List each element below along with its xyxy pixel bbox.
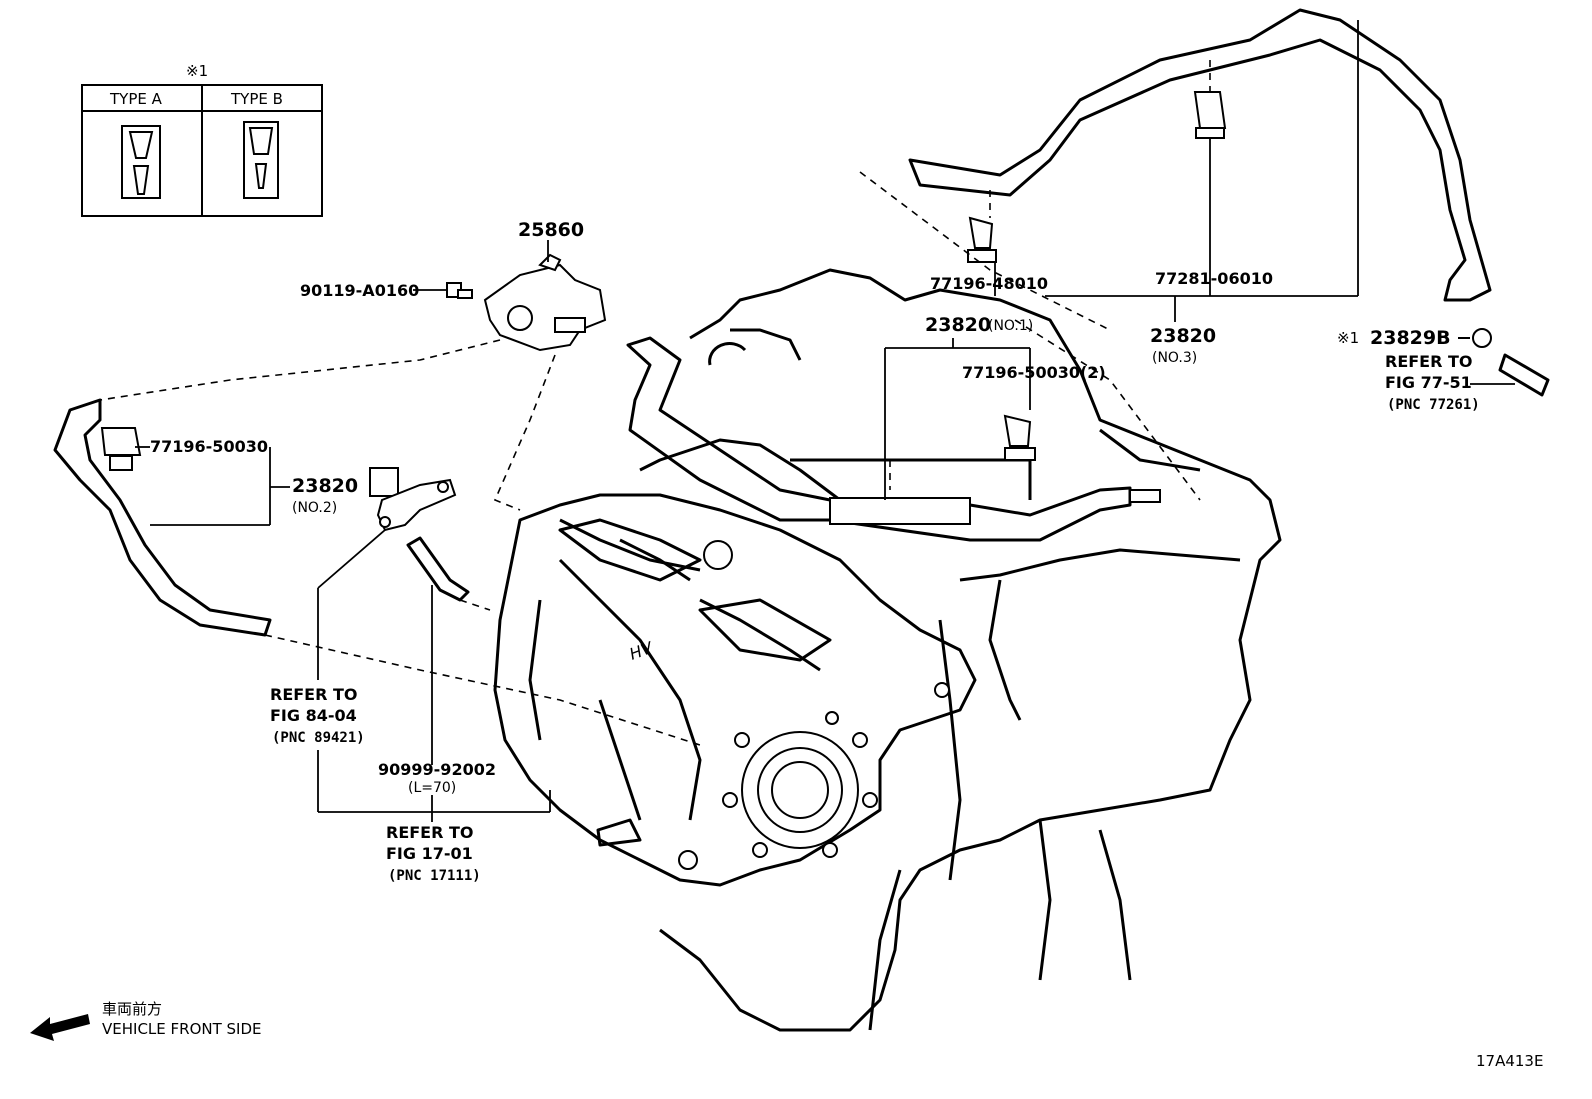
direction-english: VEHICLE FRONT SIDE [102, 1020, 262, 1038]
ref-fig-77-51-line1: REFER TO [1385, 352, 1473, 371]
ref-fig-17-01-line1: REFER TO [386, 823, 474, 842]
legend-type-a-label: TYPE A [109, 90, 163, 108]
hose-23820-no1 [626, 336, 1161, 542]
pressure-sensor [369, 467, 457, 532]
label-23820-no2-sub: (NO.2) [292, 500, 337, 516]
type-a-clip-icon [121, 125, 161, 199]
vsv-25860 [483, 253, 607, 352]
label-23820-no3-sub: (NO.3) [1152, 350, 1197, 366]
label-25860: 25860 [518, 219, 584, 241]
label-23829b: 23829B [1370, 327, 1451, 349]
direction-japanese: 車両前方 [102, 1000, 162, 1018]
vehicle-front-indicator: 車両前方 VEHICLE FRONT SIDE [30, 1000, 262, 1041]
bolt-90119 [446, 282, 473, 299]
label-90999-92002-sub: (L=70) [408, 780, 456, 796]
hose-23820-no2 [53, 398, 272, 637]
label-23820-no1: 23820 [925, 314, 991, 336]
ref-fig-77-51-line3: (PNC 77261) [1387, 397, 1480, 413]
label-23820-no2: 23820 [292, 475, 358, 497]
clip-77196-50030 [100, 427, 142, 471]
ref-fig-84-04-line1: REFER TO [270, 685, 358, 704]
clamp-23829b [1458, 328, 1492, 348]
clip-77281-06010 [1193, 91, 1227, 139]
hose-90999-92002 [406, 536, 470, 602]
ref-fig-17-01-line3: (PNC 17111) [388, 868, 481, 884]
ref-fig-84-04-line3: (PNC 89421) [272, 730, 365, 746]
clip-77196-48010 [967, 216, 997, 263]
ref-fig-77-51-line2: FIG 77-51 [1385, 373, 1472, 392]
front-arrow-icon [30, 1014, 90, 1041]
legend-type-b-label: TYPE B [230, 90, 283, 108]
legend-note-mark: ※1 [186, 62, 208, 80]
clip-type-legend: ※1 TYPE A TYPE B [81, 62, 323, 217]
ref-fig-17-01-line2: FIG 17-01 [386, 844, 473, 863]
transaxle-assembly: HV [493, 493, 977, 887]
hose-end-23829b [1498, 353, 1550, 397]
label-90999-92002: 90999-92002 [378, 760, 496, 779]
leader-lines [135, 20, 1515, 822]
clip-77196-50030-2 [1003, 414, 1036, 461]
ref-fig-84-04-line2: FIG 84-04 [270, 706, 357, 725]
label-77281-06010: 77281-06010 [1155, 269, 1273, 288]
type-b-clip-icon [243, 121, 279, 199]
label-23820-no1-sub: (NO.1) [988, 318, 1033, 334]
label-90119-a0160: 90119-A0160 [300, 281, 419, 300]
label-77196-48010: 77196-48010 [930, 274, 1048, 293]
label-23820-no3: 23820 [1150, 325, 1216, 347]
label-77196-50030-2: 77196-50030(2) [962, 363, 1106, 382]
label-23829b-mark: ※1 [1337, 329, 1359, 347]
figure-code: 17A413E [1476, 1052, 1543, 1070]
label-77196-50030: 77196-50030 [150, 437, 268, 456]
hose-23820-no3 [908, 8, 1492, 302]
dashed-reference-lines [99, 60, 1211, 746]
